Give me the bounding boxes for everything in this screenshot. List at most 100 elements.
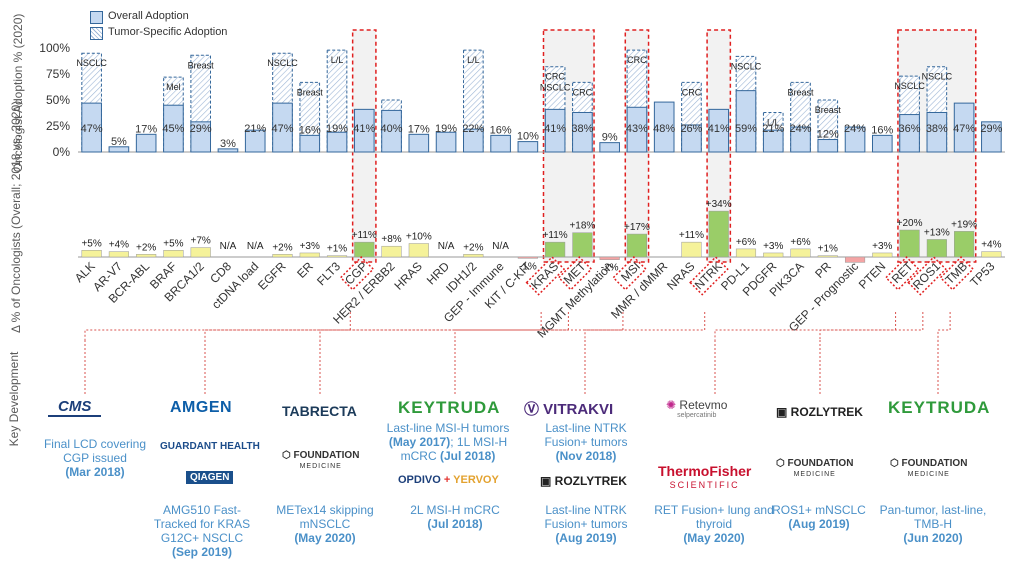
delta-bar bbox=[954, 231, 975, 258]
category-label: TP53 bbox=[967, 259, 997, 289]
overall-adoption-bar bbox=[408, 133, 430, 153]
overall-value-label: 12% bbox=[817, 129, 839, 141]
overall-value-label: 3% bbox=[220, 138, 236, 150]
overall-adoption-bar bbox=[735, 90, 757, 153]
overall-value-label: 16% bbox=[299, 124, 321, 136]
development-connector bbox=[584, 312, 706, 340]
overall-adoption-bar bbox=[653, 101, 675, 153]
delta-value-label: +4% bbox=[981, 240, 1001, 251]
overall-value-label: 36% bbox=[899, 123, 921, 135]
overall-value-label: 41% bbox=[353, 123, 375, 135]
overall-value-label: 43% bbox=[626, 123, 648, 135]
category-label: HRAS bbox=[391, 259, 424, 292]
overall-adoption-bar bbox=[762, 129, 784, 153]
tumor-type-label: NSCLC bbox=[76, 58, 107, 68]
overall-adoption-bar bbox=[135, 133, 157, 153]
delta-value-label: +3% bbox=[872, 241, 892, 252]
delta-bar bbox=[872, 252, 893, 258]
overall-value-label: 41% bbox=[708, 123, 730, 135]
delta-bar bbox=[763, 252, 784, 258]
delta-value-label: N/A bbox=[220, 241, 237, 252]
delta-bar bbox=[545, 241, 566, 258]
legend-tumor-label: Tumor-Specific Adoption bbox=[108, 26, 228, 38]
dev-ntrk-1: Last-line NTRK Fusion+ tumors (Nov 2018) bbox=[526, 421, 646, 463]
development-connector bbox=[819, 312, 924, 340]
dev-ntrk-1-text: Last-line NTRK Fusion+ tumors bbox=[544, 421, 628, 449]
tumor-type-label: NSCLC bbox=[267, 58, 298, 68]
overall-adoption-bar bbox=[899, 114, 920, 153]
delta-value-label: +8% bbox=[381, 234, 401, 245]
dev-ntrk-1-date: (Nov 2018) bbox=[555, 449, 617, 463]
overall-adoption-bar bbox=[817, 139, 839, 153]
delta-value-label: +3% bbox=[300, 241, 320, 252]
delta-value-label: +6% bbox=[790, 237, 810, 248]
tumor-type-label: NSCLC bbox=[540, 83, 571, 93]
dev-ros1: ROS1+ mNSCLC (Aug 2019) bbox=[764, 503, 874, 531]
overall-adoption-bar bbox=[490, 134, 511, 153]
development-connector bbox=[319, 312, 569, 340]
overall-adoption-bar bbox=[681, 124, 702, 153]
delta-bar bbox=[626, 233, 647, 258]
overall-value-label: 24% bbox=[789, 123, 811, 135]
category-label: FLT3 bbox=[314, 259, 343, 288]
delta-bar bbox=[272, 254, 293, 258]
overall-adoption-bar bbox=[463, 128, 484, 153]
development-connector bbox=[204, 312, 542, 340]
delta-bar bbox=[981, 251, 1002, 258]
category-highlight-box bbox=[689, 256, 729, 296]
delta-value-label: +1% bbox=[818, 244, 838, 255]
tumor-type-label: Breast bbox=[297, 87, 324, 97]
delta-bar bbox=[136, 254, 157, 258]
overall-value-label: 17% bbox=[135, 123, 157, 135]
dev-met: METex14 skipping mNSCLC (May 2020) bbox=[270, 503, 380, 545]
delta-bar bbox=[354, 241, 375, 258]
tumor-type-label: CRC bbox=[682, 87, 702, 97]
development-connector bbox=[84, 312, 351, 340]
dev-ntrk-2-date: (Aug 2019) bbox=[555, 531, 617, 545]
dev-ntrk-2: Last-line NTRK Fusion+ tumors (Aug 2019) bbox=[526, 503, 646, 545]
y-tick-label: 100% bbox=[39, 41, 70, 55]
overall-adoption-bar bbox=[326, 131, 348, 153]
dev-msi-2l: 2L MSI-H mCRC (Jul 2018) bbox=[390, 503, 520, 531]
overall-value-label: 24% bbox=[844, 123, 866, 135]
delta-bar bbox=[790, 248, 811, 258]
rozlytrek-logo-ros1: ▣ ROZLYTREK bbox=[776, 405, 863, 419]
category-label: NRAS bbox=[664, 259, 697, 292]
delta-value-label: +5% bbox=[81, 238, 101, 249]
delta-value-label: +19% bbox=[951, 219, 977, 230]
overall-value-label: 21% bbox=[762, 123, 784, 135]
delta-bar bbox=[163, 250, 184, 258]
overall-adoption-bar bbox=[163, 104, 184, 153]
overall-value-label: 29% bbox=[980, 123, 1002, 135]
dev-ros1-text: ROS1+ mNSCLC bbox=[772, 503, 866, 517]
overall-adoption-bar bbox=[244, 129, 266, 153]
category-highlight-box bbox=[939, 256, 975, 291]
legend-overall-label: Overall Adoption bbox=[108, 10, 189, 22]
opdivo-yervoy-logo: OPDIVO + YERVOY bbox=[398, 474, 499, 486]
delta-value-label: -2% bbox=[601, 263, 619, 274]
delta-value-label: +18% bbox=[569, 221, 595, 232]
overall-value-label: 47% bbox=[271, 123, 293, 135]
delta-bar bbox=[572, 232, 593, 258]
category-highlight-box bbox=[884, 256, 920, 291]
delta-value-label: +2% bbox=[136, 242, 156, 253]
delta-value-label: N/A bbox=[438, 241, 455, 252]
overall-value-label: 47% bbox=[953, 123, 975, 135]
overall-adoption-bar bbox=[926, 111, 948, 153]
category-label: PR bbox=[812, 259, 834, 281]
delta-value-label: +34% bbox=[706, 199, 732, 210]
overall-adoption-bar bbox=[217, 148, 239, 153]
development-connector bbox=[937, 312, 951, 340]
legend-tumor-swatch bbox=[90, 27, 103, 40]
dev-cgp: Final LCD covering CGP issued (Mar 2018) bbox=[40, 437, 150, 479]
legend-overall-swatch bbox=[90, 11, 103, 24]
tumor-type-label: Breast bbox=[788, 87, 815, 97]
overall-value-label: 10% bbox=[517, 131, 539, 143]
dev-msi-text: Last-line MSI-H tumors bbox=[386, 421, 510, 435]
keytruda-logo-msi: KEYTRUDA bbox=[398, 398, 501, 417]
connector-drops bbox=[84, 340, 939, 396]
overall-value-label: 38% bbox=[926, 123, 948, 135]
overall-adoption-bar bbox=[381, 109, 402, 153]
delta-bar bbox=[926, 239, 947, 258]
